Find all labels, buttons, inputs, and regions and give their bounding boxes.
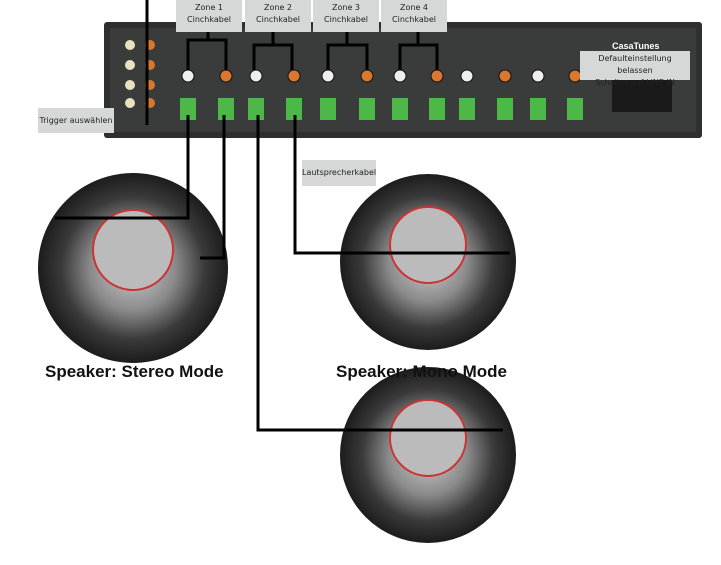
- speaker-terminal: [286, 98, 302, 120]
- input-jack: [125, 60, 135, 70]
- note-line-2: Schalter auf LINE IN: [595, 78, 675, 87]
- speaker-terminal: [180, 98, 196, 120]
- brand-logo: CasaTunes: [612, 41, 660, 51]
- speaker-terminal: [320, 98, 336, 120]
- stereo-mode-caption: Speaker: Stereo Mode: [45, 362, 224, 381]
- cable-type: Cinchkabel: [392, 15, 436, 24]
- speaker-terminal: [530, 98, 546, 120]
- trigger-label: Trigger auswählen: [38, 108, 114, 133]
- input-jack: [125, 98, 135, 108]
- speaker-terminal: [429, 98, 445, 120]
- speaker-terminal: [567, 98, 583, 120]
- rca-jack: [321, 69, 335, 83]
- zone-1-label: Zone 1 Cinchkabel: [176, 0, 242, 32]
- speaker-terminal: [497, 98, 513, 120]
- rca-jack: [249, 69, 263, 83]
- speaker-mono-1: [340, 174, 516, 350]
- zone-name: Zone 3: [332, 3, 360, 12]
- mono-mode-caption: Speaker: Mono Mode: [336, 362, 507, 381]
- rca-jack: [498, 69, 512, 83]
- speaker-terminal: [218, 98, 234, 120]
- input-jack: [125, 80, 135, 90]
- power-socket: [612, 80, 672, 112]
- zone-4-label: Zone 4 Cinchkabel: [381, 0, 447, 32]
- speaker-terminal: [459, 98, 475, 120]
- rca-jack: [460, 69, 474, 83]
- input-jack: [125, 40, 135, 50]
- speaker-terminal: [248, 98, 264, 120]
- rca-jack: [360, 69, 374, 83]
- zone-name: Zone 4: [400, 3, 428, 12]
- zone-name: Zone 2: [264, 3, 292, 12]
- speaker-mono-2: [340, 367, 516, 543]
- rca-jack: [531, 69, 545, 83]
- speaker-stereo: [38, 173, 228, 363]
- zone-3-label: Zone 3 Cinchkabel: [313, 0, 379, 32]
- rca-jack: [393, 69, 407, 83]
- note-line-1: Defaulteinstellung belassen: [598, 54, 672, 75]
- rca-jack: [287, 69, 301, 83]
- wires: [55, 0, 510, 432]
- rca-jack: [430, 69, 444, 83]
- cable-type: Cinchkabel: [324, 15, 368, 24]
- rca-jack: [181, 69, 195, 83]
- zone-2-label: Zone 2 Cinchkabel: [245, 0, 311, 32]
- speaker-terminal: [392, 98, 408, 120]
- speaker-cable-label: Lautsprecherkabel: [302, 160, 376, 186]
- cable-type: Cinchkabel: [256, 15, 300, 24]
- rca-jack: [219, 69, 233, 83]
- cable-type: Cinchkabel: [187, 15, 231, 24]
- zone-name: Zone 1: [195, 3, 223, 12]
- speaker-terminal: [359, 98, 375, 120]
